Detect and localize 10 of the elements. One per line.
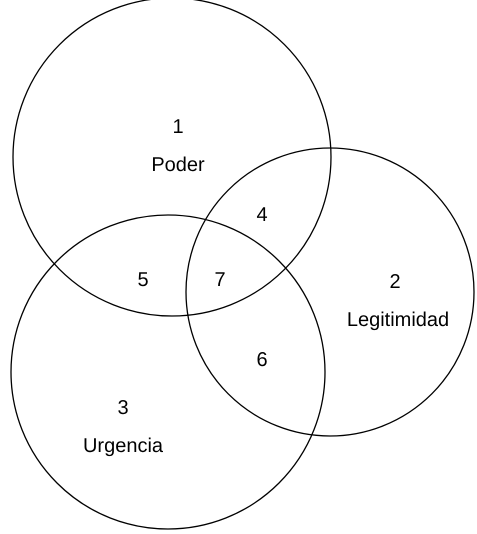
circle-label: Legitimidad: [346, 309, 450, 331]
region-number: 7: [214, 269, 226, 291]
region-number: 4: [256, 204, 268, 226]
region-number: 5: [137, 269, 149, 291]
region-number: 3: [117, 397, 129, 419]
region-number: 6: [256, 349, 268, 371]
circle-label: Urgencia: [82, 435, 164, 457]
region-number: 1: [172, 116, 184, 138]
region-number: 2: [389, 271, 401, 293]
circle-label: Poder: [151, 154, 205, 176]
